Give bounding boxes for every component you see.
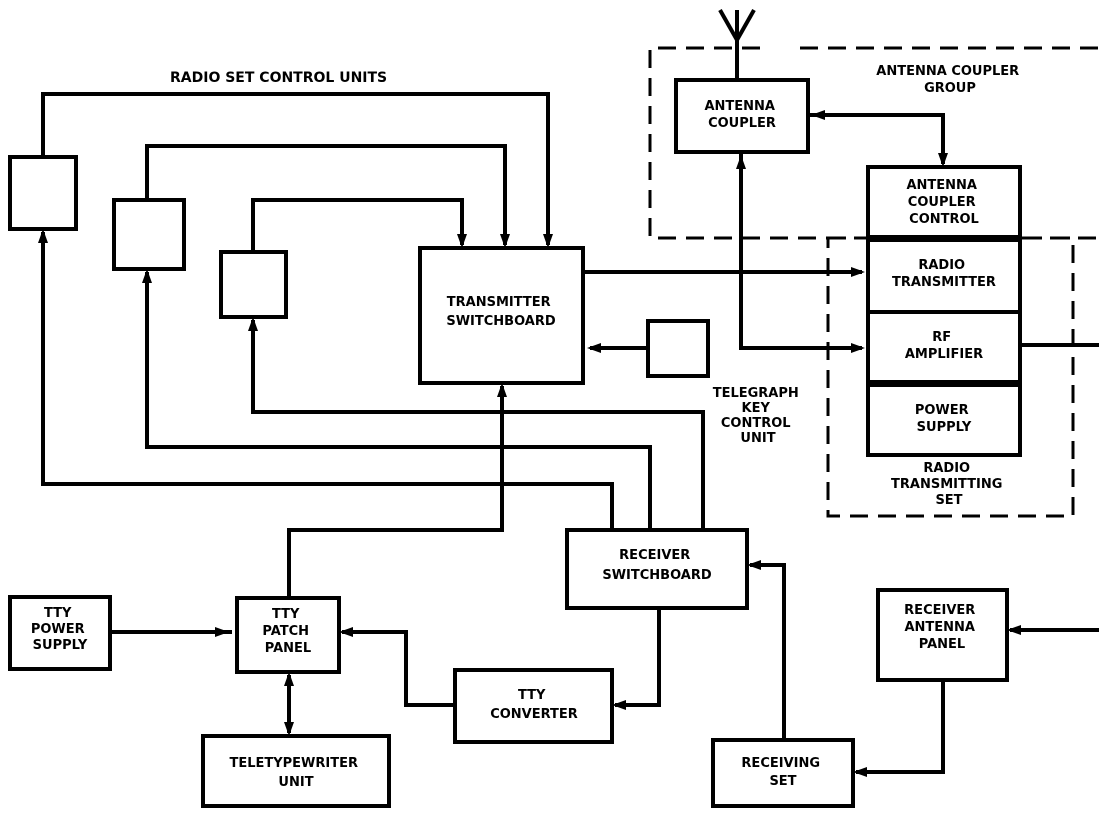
receiver-switchboard-to-control-unit-2-line (145, 272, 652, 530)
rf-amplifier-box (866, 310, 1022, 384)
arrowhead (284, 722, 294, 736)
arrowhead (248, 317, 258, 331)
radio-set-control-units-label: RADIO SET CONTROL UNITS (170, 70, 387, 86)
arrowhead (457, 234, 467, 248)
receiving-set-box (711, 738, 855, 808)
arrowhead (497, 383, 507, 397)
arrowhead (851, 267, 865, 277)
transmitter-switchboard-label: TRANSMITTER SWITCHBOARD (446, 295, 556, 329)
arrowhead (38, 229, 48, 243)
arrowhead (747, 560, 761, 570)
receiver-switchboard-to-tty-converter-line (615, 608, 661, 707)
radio-set-control-unit-3 (219, 250, 288, 319)
receiving-set-to-receiver-switchboard-line (750, 563, 786, 740)
radio-transmitter-box (866, 238, 1022, 314)
receiver-switchboard-box (565, 528, 749, 610)
receiving-set-label: RECEIVING SET (741, 756, 824, 789)
arrowhead (853, 767, 867, 777)
receiver-antenna-panel-box (876, 588, 1009, 682)
tty-converter-label: TTY CONVERTER (490, 688, 578, 722)
antenna-icon (718, 9, 756, 78)
arrowhead (284, 672, 294, 686)
receiver-switchboard-label: RECEIVER SWITCHBOARD (602, 548, 712, 583)
power-supply-label: POWER SUPPLY (915, 403, 973, 435)
radio-transmitting-set-label: RADIO TRANSMITTING SET (891, 461, 1007, 508)
arrowhead (938, 153, 948, 167)
teletypewriter-unit-box (201, 734, 391, 808)
control-unit-3-to-switchboard-line (251, 198, 464, 252)
tty-power-supply-box (8, 595, 112, 671)
control-unit-2-to-switchboard-line (145, 144, 507, 245)
radio-transmitter-label: RADIO TRANSMITTER (892, 258, 996, 290)
antenna-coupler-control-box (866, 165, 1022, 239)
arrowhead (215, 627, 229, 637)
arrowhead (500, 234, 510, 248)
coupler-to-rf-amplifier-line (739, 152, 862, 350)
tty-converter-box (453, 668, 614, 744)
arrowhead (811, 110, 825, 120)
receiver-switchboard-to-control-unit-1-line (41, 232, 614, 530)
tty-converter-to-patch-panel-line (342, 630, 455, 707)
tty-power-supply-label: TTY POWER SUPPLY (31, 606, 89, 653)
receiver-antenna-panel-label: RECEIVER ANTENNA PANEL (904, 603, 980, 652)
tty-patch-panel-to-switchboard-line (287, 386, 504, 598)
receiver-switchboard-to-control-unit-3-line (251, 320, 705, 530)
tty-patch-panel-label: TTY PATCH PANEL (262, 607, 313, 656)
arrowhead (736, 155, 746, 169)
radio-set-control-unit-2 (112, 198, 186, 271)
telegraph-key-control-unit-label: TELEGRAPH KEY CONTROL UNIT (713, 386, 804, 446)
teletypewriter-unit-label: TELETYPEWRITER UNIT (229, 756, 362, 790)
radio-set-control-unit-1 (8, 155, 78, 231)
antenna-coupler-control-label: ANTENNA COUPLER CONTROL (906, 178, 981, 227)
control-unit-1-to-switchboard-line (41, 92, 550, 245)
arrowhead (851, 343, 865, 353)
arrowhead (1007, 625, 1021, 635)
rf-amplifier-label: RF AMPLIFIER (905, 330, 983, 362)
telegraph-key-control-unit-box (646, 319, 710, 378)
antenna-coupler-label: ANTENNA COUPLER (704, 99, 779, 131)
arrowhead (543, 234, 553, 248)
antenna-coupler-box (674, 78, 810, 154)
antenna-coupler-group-label: ANTENNA COUPLER GROUP (876, 64, 1023, 96)
transmitter-switchboard-box (418, 246, 585, 385)
power-supply-box (866, 383, 1022, 457)
arrowhead (587, 343, 601, 353)
coupler-to-coupler-control-line (808, 113, 945, 164)
arrowhead (339, 627, 353, 637)
receiver-antenna-panel-to-receiving-set-line (856, 680, 945, 774)
antenna-coupler-group-outline (648, 46, 1099, 240)
arrowhead (612, 700, 626, 710)
tty-patch-panel-box (235, 596, 341, 674)
arrowhead (142, 269, 152, 283)
